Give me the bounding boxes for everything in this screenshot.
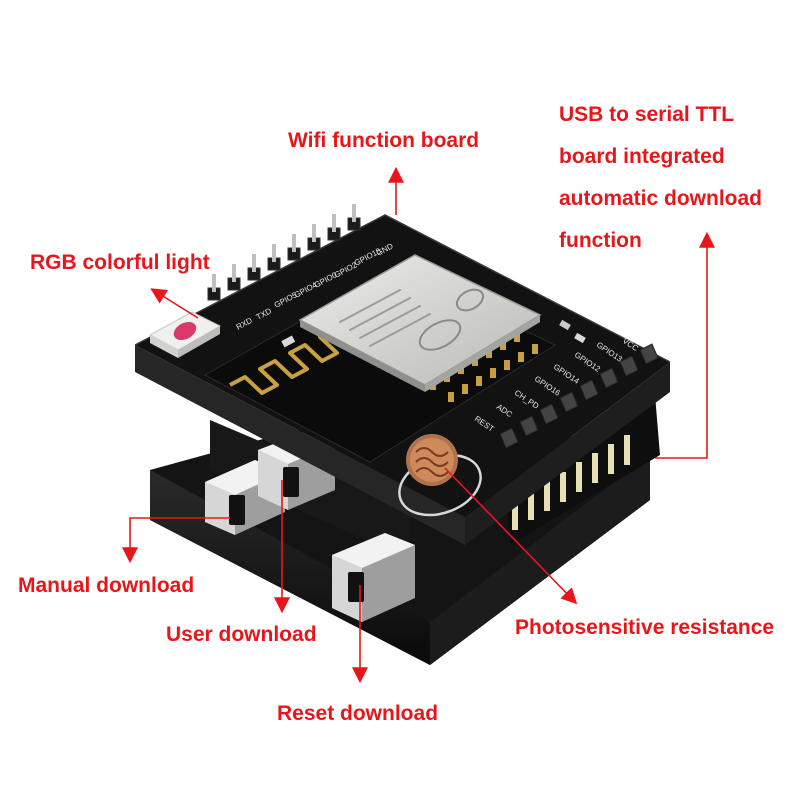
- label-usb-line-4: function: [559, 229, 642, 252]
- label-rgb-colorful-light: RGB colorful light: [30, 251, 210, 274]
- arrow-manual-download: [122, 517, 230, 564]
- label-usb-line-2: board integrated: [559, 145, 725, 168]
- reset-download-button: [332, 533, 415, 622]
- esp-module: [203, 254, 557, 463]
- arrow-photosensitive: [444, 467, 578, 605]
- label-usb-line-1: USB to serial TTL: [559, 103, 735, 126]
- arrow-rgb-light: [150, 288, 199, 319]
- label-user-download: User download: [166, 623, 317, 646]
- label-photosensitive-resistance: Photosensitive resistance: [515, 616, 775, 639]
- label-wifi-function-board: Wifi function board: [288, 129, 480, 152]
- arrow-usb-ttl: [655, 231, 715, 459]
- side-header-pins: [512, 435, 630, 530]
- top-board: RXD TXD GPIO5 GPIO4 GPIO0 GPIO2 GPIO15 G…: [134, 204, 671, 545]
- smd-components: [281, 319, 586, 348]
- label-reset-download: Reset download: [277, 702, 439, 725]
- wifi-logo: [418, 288, 485, 351]
- top-header-pins: [207, 204, 361, 301]
- right-header-pins: [499, 343, 659, 449]
- label-usb-serial-block: USB to serial TTL board integrated autom…: [559, 94, 762, 262]
- rgb-led: [148, 311, 222, 358]
- annotation-arrows: [122, 166, 715, 684]
- antenna-trace: [229, 327, 367, 395]
- photoresistor: [398, 434, 482, 517]
- label-manual-download: Manual download: [18, 574, 195, 597]
- label-usb-line-3: automatic download: [559, 187, 763, 210]
